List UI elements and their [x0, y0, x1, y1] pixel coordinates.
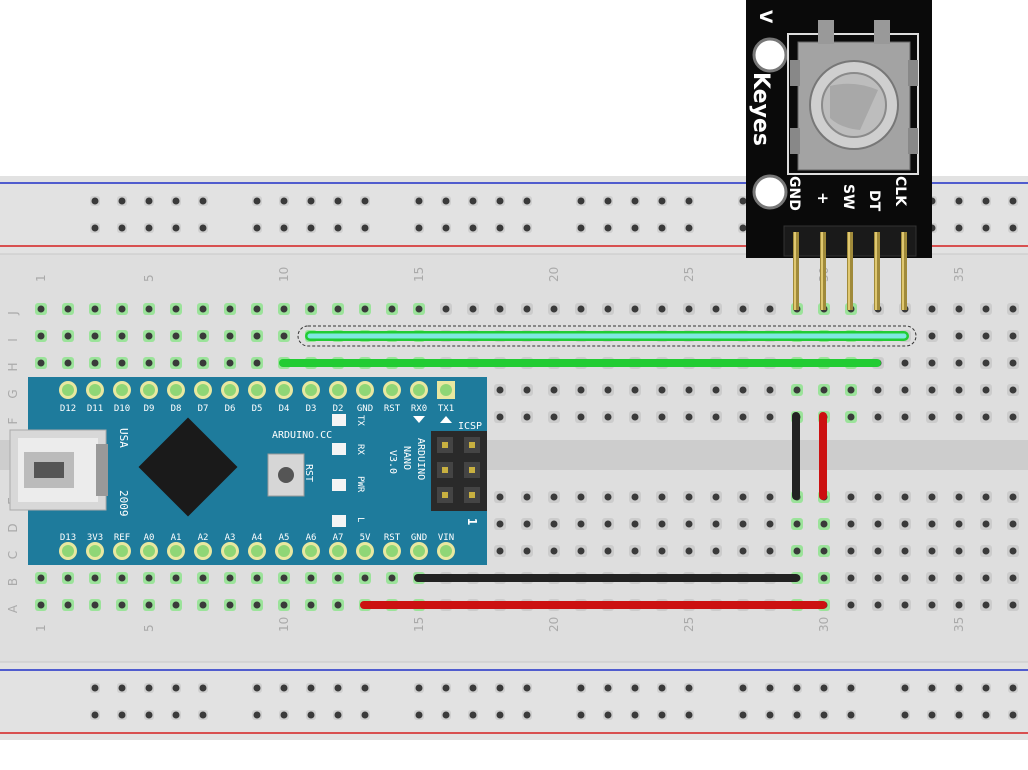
row-letter: H [6, 362, 20, 371]
led-l [332, 515, 346, 527]
nano-bottom-pin-label: GND [411, 533, 427, 543]
nano-top-pin-label: D5 [252, 404, 263, 414]
nano-bottom-pin-label: A4 [252, 533, 263, 543]
led-pwr [332, 479, 346, 491]
column-number-bottom: 1 [34, 624, 48, 632]
column-number-bottom: 10 [277, 617, 291, 632]
column-number-top: 20 [547, 267, 561, 282]
column-number-top: 5 [142, 274, 156, 282]
led-pwr-label: PWR [355, 476, 365, 493]
nano-bottom-pin-label: REF [114, 533, 130, 543]
column-number-bottom: 30 [817, 617, 831, 632]
icsp-pin1-label: 1 [465, 518, 479, 525]
encoder-mount-hole-top [752, 37, 788, 73]
nano-bottom-pin-label: A6 [306, 533, 317, 543]
nano-top-pin-label: D11 [87, 404, 103, 414]
nano-top-pin-label: RST [384, 404, 401, 414]
wires [279, 325, 917, 609]
nano-top-pin-label: GND [357, 404, 373, 414]
row-letter: C [6, 551, 20, 559]
icsp-header [431, 431, 487, 511]
nano-top-pin-label: D7 [198, 404, 209, 414]
nano-bottom-pin-label: A5 [279, 533, 290, 543]
led-tx-label: TX [355, 415, 365, 426]
row-letter: I [6, 338, 20, 342]
row-letter: J [6, 311, 20, 316]
nano-bottom-pin-label: 3V3 [87, 533, 103, 543]
column-number-top: 1 [34, 274, 48, 282]
led-l-label: L [355, 517, 365, 522]
icsp-label: ICSP [458, 421, 482, 432]
led-rx [332, 443, 346, 455]
encoder-brand-label: Keyes [748, 72, 773, 146]
nano-brand-label: ARDUINO.CC [272, 430, 332, 441]
row-letter: G [6, 389, 20, 398]
nano-name-line2: NANO [401, 446, 412, 470]
nano-bottom-pin-label: A2 [198, 533, 209, 543]
nano-top-pin-label: RX0 [411, 404, 427, 414]
reset-button-label: RST [303, 464, 314, 482]
column-number-bottom: 20 [547, 617, 561, 632]
nano-bottom-pin-label: A3 [225, 533, 236, 543]
nano-bottom-pin-label: D13 [60, 533, 76, 543]
encoder-pin-label-gnd: GND [786, 176, 802, 211]
column-number-bottom: 5 [142, 624, 156, 632]
nano-year-label: 2009 [117, 490, 130, 517]
nano-bottom-pin-label: 5V [360, 533, 371, 543]
reset-button[interactable] [267, 453, 305, 497]
nano-top-pin-label: D3 [306, 404, 317, 414]
row-letter: D [6, 523, 20, 532]
column-number-bottom: 35 [952, 617, 966, 632]
nano-bottom-pin-label: A7 [333, 533, 344, 543]
cyan-wire-selection [297, 325, 917, 347]
encoder-pin-label-plus: + [814, 192, 832, 205]
encoder-pins [793, 232, 907, 310]
row-letter: B [6, 578, 20, 586]
breadboard-bottom-power-rail [0, 662, 1028, 740]
nano-bottom-pin-label: RST [384, 533, 401, 543]
nano-top-pin-label: D8 [171, 404, 182, 414]
led-tx [332, 414, 346, 426]
nano-bottom-pin-row: D13 3V3 REF A0 A1 A2 A3 A4 A5 A6 A7 5V RST GND VIN [59, 533, 455, 560]
nano-top-pin-label: D10 [114, 404, 130, 414]
encoder-corner-mark: V [755, 10, 775, 24]
encoder-pin-label-sw: SW [840, 184, 856, 210]
usb-connector [9, 429, 108, 511]
column-number-top: 15 [412, 267, 426, 282]
nano-top-pin-label: D9 [144, 404, 155, 414]
column-number-bottom: 15 [412, 617, 426, 632]
encoder-outline [787, 33, 919, 175]
column-number-top: 35 [952, 267, 966, 282]
tx-arrow-up [440, 416, 452, 423]
encoder-pin-label-dt: DT [866, 190, 882, 212]
rx-arrow-down [413, 416, 425, 423]
row-letter: A [6, 604, 20, 613]
nano-name-line3: V3.0 [387, 450, 398, 474]
nano-bottom-pin-label: VIN [438, 533, 454, 543]
rotary-encoder-module[interactable]: V Keyes GND + SW DT CLK [746, 0, 932, 310]
nano-top-pin-row: D12 D11 D10 D9 D8 D7 D6 D5 D4 D3 D2 GND RST RX0 TX1 [59, 381, 455, 414]
nano-top-pin-label: D6 [225, 404, 236, 414]
nano-bottom-pin-label: A1 [171, 533, 182, 543]
column-number-top: 10 [277, 267, 291, 282]
encoder-pin-label-clk: CLK [892, 176, 908, 207]
nano-name-line1: ARDUINO [415, 438, 426, 480]
row-letter: F [6, 417, 20, 424]
nano-usa-label: USA [117, 428, 130, 448]
column-number-bottom: 25 [682, 617, 696, 632]
led-rx-label: RX [355, 444, 365, 455]
nano-top-pin-label: D4 [279, 404, 290, 414]
nano-top-pin-label: D12 [60, 404, 76, 414]
nano-bottom-pin-label: A0 [144, 533, 155, 543]
column-number-top: 25 [682, 267, 696, 282]
encoder-mount-hole-bottom [752, 174, 788, 210]
nano-top-pin-label: TX1 [438, 404, 454, 414]
nano-microcontroller-chip [138, 417, 238, 517]
nano-top-pin-label: D2 [333, 404, 344, 414]
